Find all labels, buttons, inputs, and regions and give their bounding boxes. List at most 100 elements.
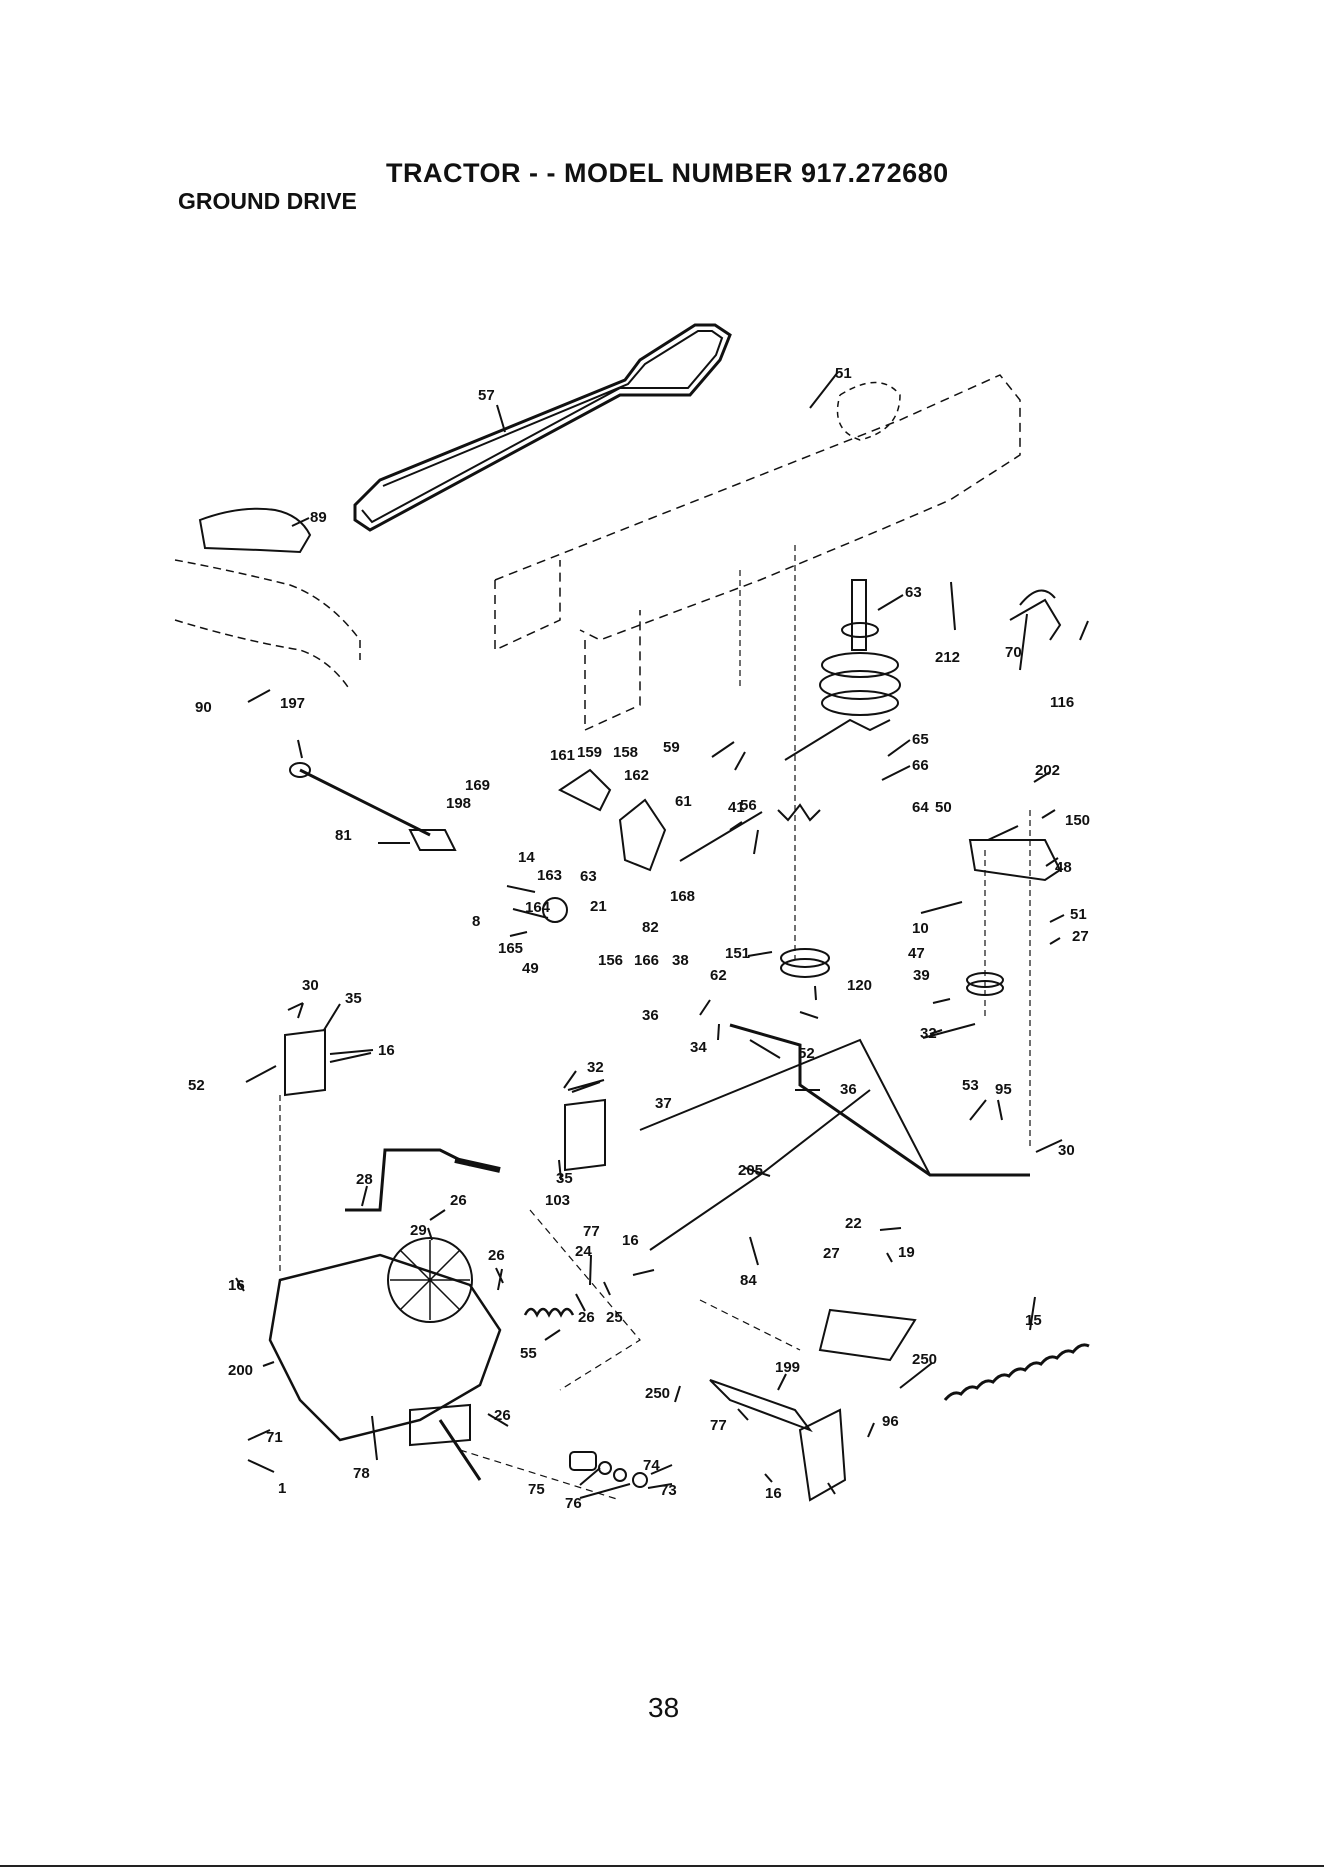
callout-label: 65: [912, 731, 929, 748]
callout-label: 205: [738, 1162, 763, 1179]
callout-label: 77: [583, 1223, 600, 1240]
callout-label: 29: [410, 1222, 427, 1239]
callout-label: 75: [528, 1481, 545, 1498]
callout-label: 30: [302, 977, 319, 994]
cooling-fan: [387, 1237, 473, 1323]
callout-label: 26: [494, 1407, 511, 1424]
callout-label: 200: [228, 1362, 253, 1379]
callout-label: 41: [728, 799, 745, 816]
callout-label: 57: [478, 387, 495, 404]
callout-label: 52: [188, 1077, 205, 1094]
callout-label: 62: [710, 967, 727, 984]
callout-label: 22: [845, 1215, 862, 1232]
callout-label: 32: [587, 1059, 604, 1076]
callout-label: 38: [672, 952, 689, 969]
callout-label: 250: [912, 1351, 937, 1368]
callout-label: 30: [1058, 1142, 1075, 1159]
callout-label: 163: [537, 867, 562, 884]
callout-label: 197: [280, 695, 305, 712]
callout-label: 169: [465, 777, 490, 794]
callout-label: 25: [606, 1309, 623, 1326]
callout-label: 82: [642, 919, 659, 936]
callout-label: 32: [920, 1025, 937, 1042]
linkage-rod-34: [729, 1023, 1030, 1177]
section-subtitle: GROUND DRIVE: [178, 188, 357, 214]
callout-label: 168: [670, 888, 695, 905]
callout-label: 51: [835, 365, 852, 382]
callout-label: 34: [690, 1039, 707, 1056]
page-number: 38: [648, 1692, 680, 1723]
callout-label: 35: [345, 990, 362, 1007]
callout-label: 61: [675, 793, 692, 810]
callout-label: 63: [905, 584, 922, 601]
callout-label: 96: [882, 1413, 899, 1430]
callout-label: 39: [913, 967, 930, 984]
idler-pulley-38: [780, 948, 830, 968]
callout-label: 151: [725, 945, 750, 962]
callout-label: 120: [847, 977, 872, 994]
callout-label: 8: [472, 913, 480, 930]
callout-label: 71: [266, 1429, 283, 1446]
callout-label: 26: [488, 1247, 505, 1264]
callout-label: 199: [775, 1359, 800, 1376]
spring-55: [943, 1343, 1090, 1401]
callout-label: 37: [655, 1095, 672, 1112]
callout-label: 74: [643, 1457, 660, 1474]
callout-label: 19: [898, 1244, 915, 1261]
callout-label: 36: [642, 1007, 659, 1024]
callout-label: 89: [310, 509, 327, 526]
callout-label: 51: [1070, 906, 1087, 923]
callout-label: 36: [840, 1081, 857, 1098]
callout-label: 156: [598, 952, 623, 969]
drive-belt: [353, 323, 732, 532]
callout-label: 78: [353, 1465, 370, 1482]
callout-label: 77: [710, 1417, 727, 1434]
frame-outline: [494, 374, 1021, 641]
callout-label: 166: [634, 952, 659, 969]
callout-label: 28: [356, 1171, 373, 1188]
callout-label: 250: [645, 1385, 670, 1402]
callout-label: 52: [798, 1045, 815, 1062]
callout-label: 1: [278, 1480, 286, 1497]
callout-label: 27: [823, 1245, 840, 1262]
callout-label: 64: [912, 799, 929, 816]
callout-label: 73: [660, 1482, 677, 1499]
callout-label: 35: [556, 1170, 573, 1187]
callout-label: 27: [1072, 928, 1089, 945]
transaxle-housing: [268, 1253, 502, 1442]
callout-label: 24: [575, 1243, 592, 1260]
callout-label: 16: [228, 1277, 245, 1294]
callout-label: 56: [740, 797, 757, 814]
callout-label: 76: [565, 1495, 582, 1512]
callout-label: 59: [663, 739, 680, 756]
callout-label: 47: [908, 945, 925, 962]
callout-label: 165: [498, 940, 523, 957]
callout-label: 95: [995, 1081, 1012, 1098]
callout-label: 50: [935, 799, 952, 816]
callout-label: 202: [1035, 762, 1060, 779]
callout-label: 14: [518, 849, 535, 866]
callout-label: 26: [450, 1192, 467, 1209]
callout-label: 16: [622, 1232, 639, 1249]
callout-label: 55: [520, 1345, 537, 1362]
callout-label: 164: [525, 899, 551, 916]
callout-label: 158: [613, 744, 638, 761]
callout-label: 159: [577, 744, 602, 761]
callout-label: 90: [195, 699, 212, 716]
callout-label: 161: [550, 747, 575, 764]
callout-label: 150: [1065, 812, 1090, 829]
callout-label: 212: [935, 649, 960, 666]
callout-label: 49: [522, 960, 539, 977]
callout-label: 26: [578, 1309, 595, 1326]
callout-label: 198: [446, 795, 471, 812]
callout-label: 48: [1055, 859, 1072, 876]
callout-label: 103: [545, 1192, 570, 1209]
page-title: TRACTOR - - MODEL NUMBER 917.272680: [386, 158, 949, 188]
callout-label: 84: [740, 1272, 757, 1289]
callout-label: 15: [1025, 1312, 1042, 1329]
callout-label: 116: [1050, 694, 1074, 711]
pulley-shaft: [851, 579, 867, 651]
callout-label: 10: [912, 920, 929, 937]
callout-label: 162: [624, 767, 649, 784]
